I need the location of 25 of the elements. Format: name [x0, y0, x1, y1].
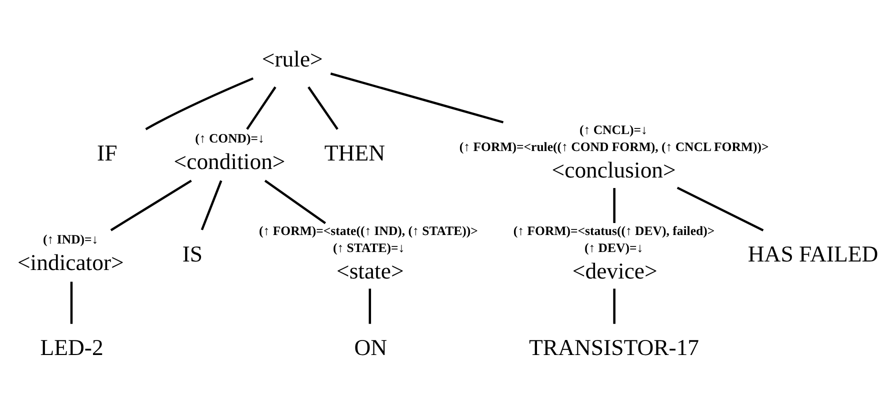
- node-text: (↑ FORM)=<state((↑ IND), (↑ STATE))> (↑ STATE)=↓ <state>: [259, 224, 478, 284]
- node-text: (↑ IND)=↓ <indicator>: [17, 232, 124, 275]
- connector: [145, 77, 254, 130]
- connector: [246, 86, 276, 130]
- node-text: HAS FAILED: [748, 241, 878, 266]
- node-text: TRANSISTOR-17: [529, 335, 700, 360]
- connector: [308, 86, 338, 130]
- connector: [264, 180, 326, 224]
- node-text: IF: [97, 140, 118, 166]
- connector: [330, 72, 504, 124]
- connector: [613, 188, 616, 224]
- connector: [368, 288, 372, 324]
- node-text: ON: [354, 335, 388, 360]
- node-text: THEN: [324, 140, 386, 166]
- connector: [110, 180, 192, 232]
- connector: [676, 186, 764, 232]
- connector: [200, 180, 222, 230]
- node-text: <rule>: [262, 46, 323, 72]
- connector: [613, 288, 616, 324]
- node-text: (↑ FORM)=<status((↑ DEV), failed)> (↑ DEV)=↓ <device>: [513, 224, 715, 284]
- connector: [70, 282, 73, 324]
- node-text: IS: [182, 241, 203, 266]
- node-text: (↑ CNCL)=↓ (↑ FORM)=<rule((↑ COND FORM), (↑ CNCL FORM))> <conclusion>: [459, 123, 769, 183]
- node-text: LED-2: [40, 335, 104, 360]
- node-text: (↑ COND)=↓ <condition>: [174, 132, 286, 174]
